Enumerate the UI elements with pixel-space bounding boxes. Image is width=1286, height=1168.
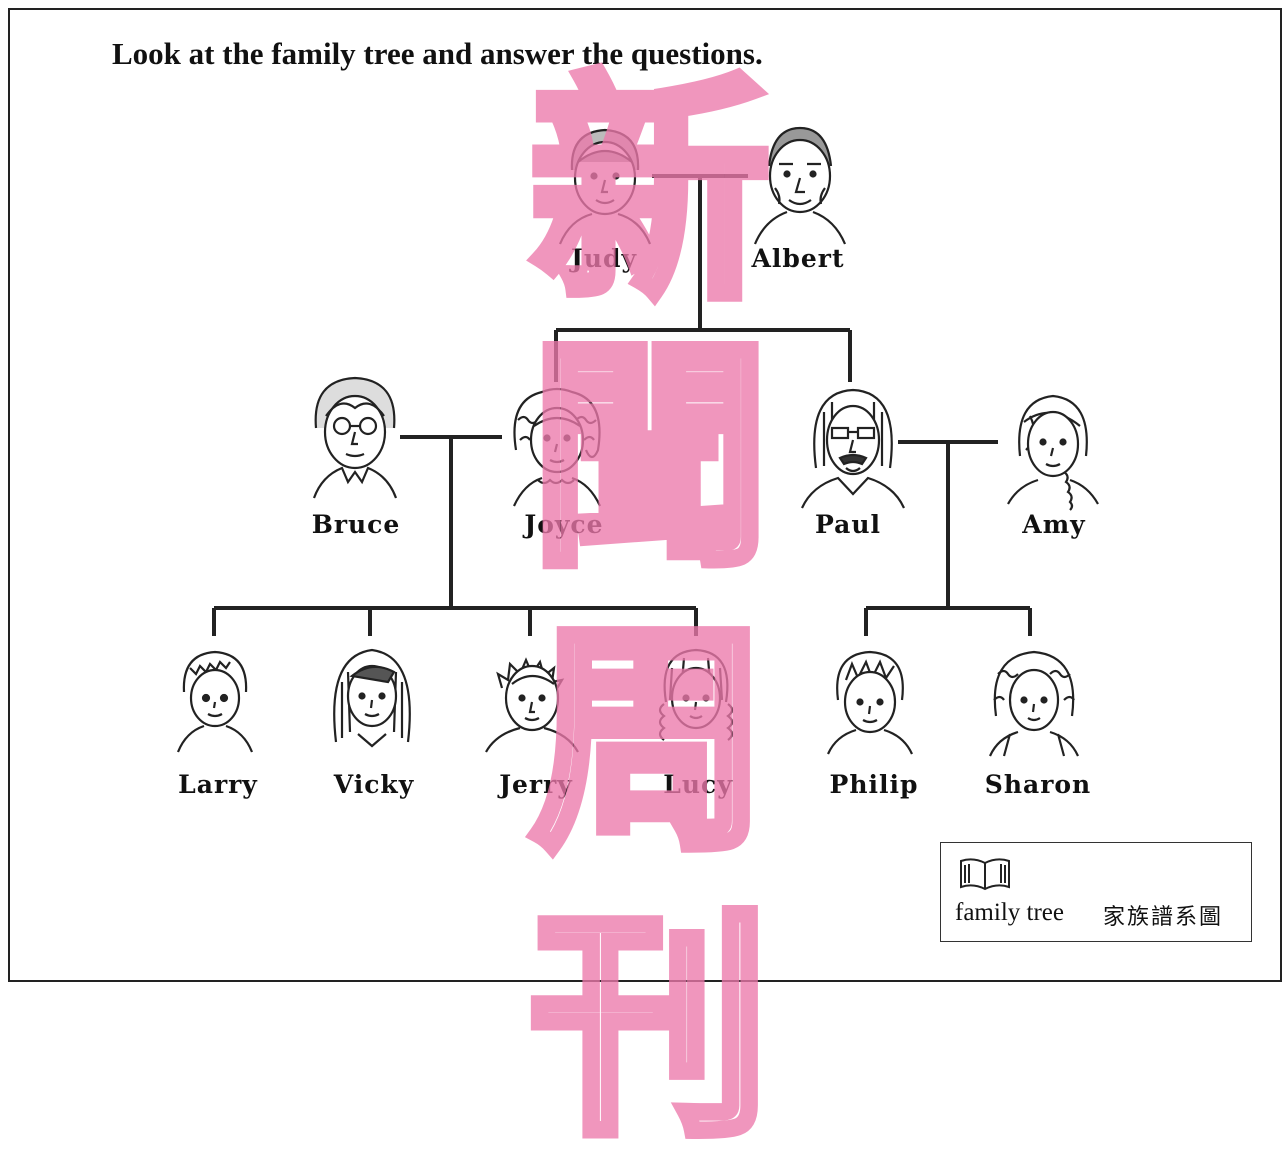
member-name-joyce: Joyce [524,510,604,539]
member-name-bruce: Bruce [311,510,401,539]
member-name-larry: Larry [178,770,258,799]
member-name-sharon: Sharon [984,770,1092,799]
family-tree-lines [212,174,1032,636]
member-name-jerry: Jerry [499,770,573,799]
jerry-portrait [485,657,579,753]
member-name-judy: Judy [570,244,637,273]
larry-portrait [176,650,254,753]
bruce-portrait [312,376,398,499]
member-name-vicky: Vicky [333,770,415,799]
book-icon [960,858,1010,891]
vocabulary-term: family tree [955,899,1064,926]
sharon-portrait [988,650,1080,757]
philip-portrait [826,650,914,755]
vocabulary-box: family tree 家族譜系圖 [940,842,1252,942]
member-name-paul: Paul [815,510,881,539]
member-name-albert: Albert [751,244,845,273]
amy-portrait [1007,394,1099,511]
lucy-portrait [658,648,734,741]
paul-portrait [800,388,906,509]
judy-portrait [558,128,652,245]
member-name-lucy: Lucy [663,770,733,799]
member-name-amy: Amy [1022,510,1086,539]
instruction-title: Look at the family tree and answer the q… [112,36,763,71]
vicky-portrait [333,648,411,748]
albert-portrait [753,126,847,245]
member-name-philip: Philip [829,770,919,799]
vocabulary-translation: 家族譜系圖 [1103,905,1224,930]
joyce-portrait [512,387,602,507]
